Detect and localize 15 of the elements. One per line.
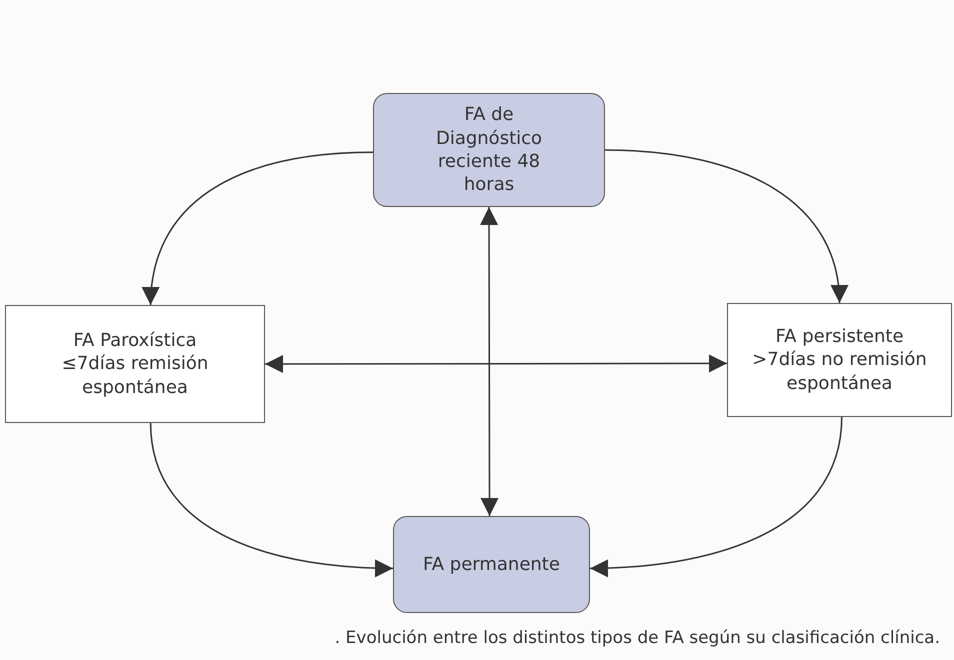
arrow	[590, 416, 842, 577]
node-label: FA permanente	[423, 552, 560, 576]
arrow	[142, 152, 374, 306]
rounded-box	[393, 516, 590, 613]
arrow	[150, 422, 394, 577]
node-label: FA persistente >7días no remisión espontánea	[751, 324, 928, 396]
caption: . Evolución entre los distintos tipos de FA según su clasificación clínica.	[334, 628, 940, 648]
arrow	[480, 207, 498, 516]
arrow	[265, 354, 727, 373]
arrow	[604, 149, 848, 304]
process-box	[727, 303, 952, 417]
process-box	[5, 305, 265, 423]
node-label: FA de Diagnóstico reciente 48 horas	[434, 103, 544, 197]
node-label: FA Paroxística ≤7días remisión espontánea	[60, 328, 210, 400]
rounded-box	[373, 93, 605, 207]
